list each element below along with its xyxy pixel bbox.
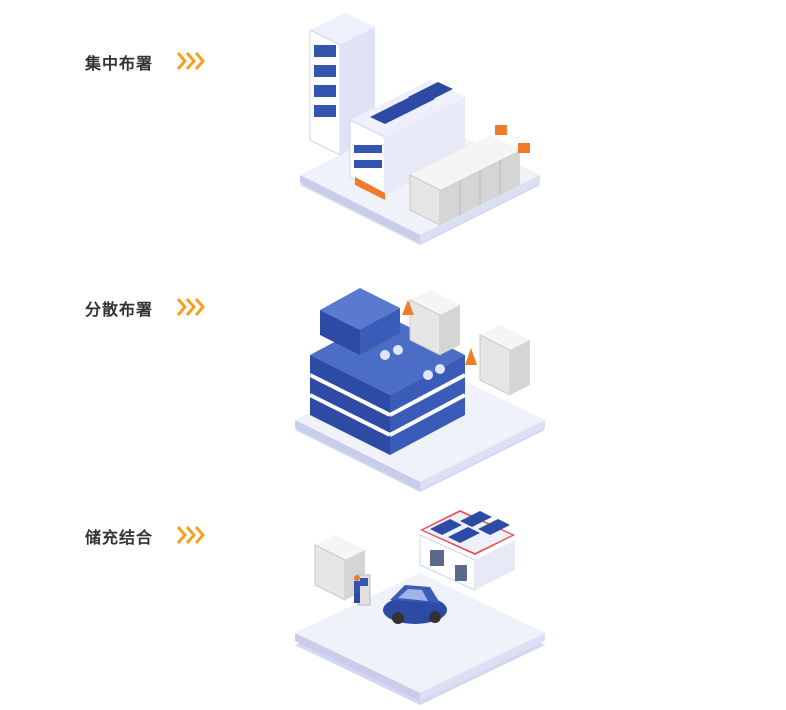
triple-chevron-right-icon bbox=[176, 52, 205, 70]
triple-chevron-right-icon bbox=[176, 526, 205, 544]
triple-chevron-right-icon bbox=[176, 298, 205, 316]
section-centralized: 集中布署 bbox=[0, 0, 786, 260]
section-storage-charging: 储充结合 bbox=[0, 490, 786, 705]
section-label: 储充结合 bbox=[85, 528, 154, 547]
section-distributed: 分散布署 bbox=[0, 260, 786, 492]
section-label: 集中布署 bbox=[85, 54, 154, 73]
centralized-illustration bbox=[300, 13, 540, 245]
distributed-illustration bbox=[295, 288, 545, 492]
section-label: 分散布署 bbox=[85, 300, 154, 319]
storage-charging-illustration bbox=[295, 510, 545, 705]
